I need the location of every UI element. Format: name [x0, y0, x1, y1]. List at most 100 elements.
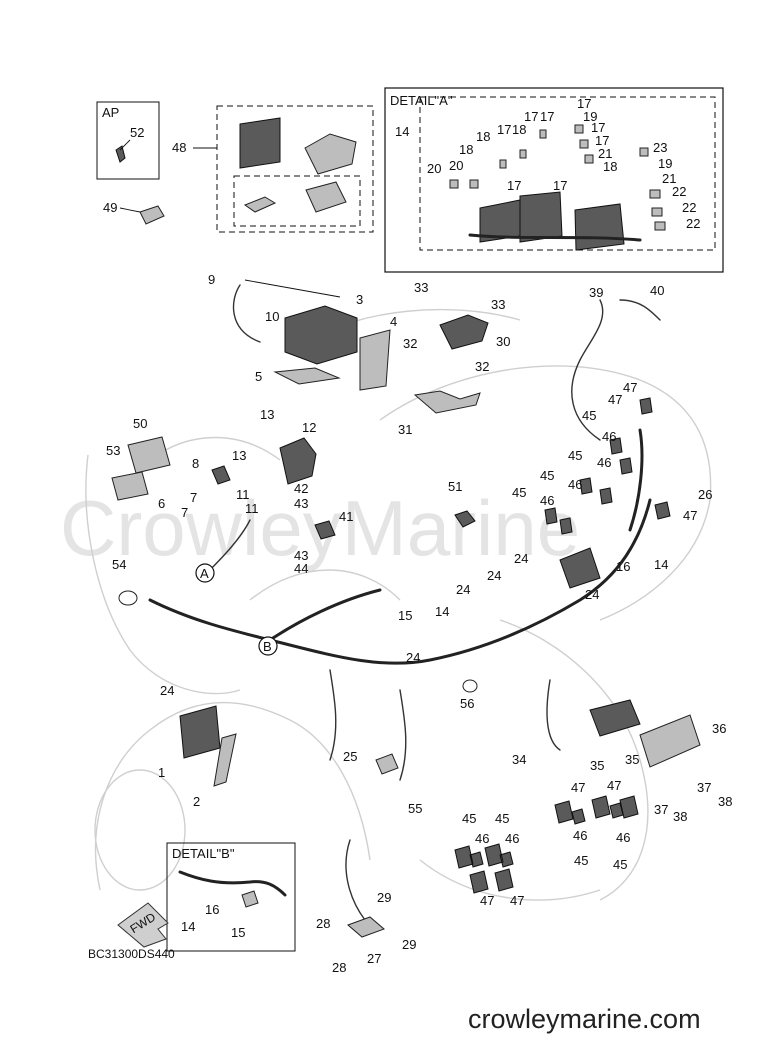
callout-18-a2: 18	[476, 129, 490, 144]
callout-45-u1: 45	[582, 408, 596, 423]
callout-13-1: 13	[260, 407, 274, 422]
marker-a: A	[200, 566, 209, 581]
callout-7-2: 7	[181, 505, 188, 520]
callout-17-a5: 17	[591, 120, 605, 135]
middle-callouts: 51 16 14 24 24 24 24 24 15 14	[398, 479, 668, 665]
callout-6: 6	[158, 496, 165, 511]
callout-12: 12	[302, 420, 316, 435]
callout-8: 8	[192, 456, 199, 471]
callout-24-m2: 24	[487, 568, 501, 583]
callout-14-a: 14	[395, 124, 409, 139]
left-components-group: 13 12 13 8 50 53 6 7 7 11 11	[106, 407, 317, 520]
callout-23-a: 23	[653, 140, 667, 155]
callout-49: 49	[103, 200, 117, 215]
callout-17-a7: 17	[507, 178, 521, 193]
callout-15: 15	[398, 608, 412, 623]
detail-b-box: DETAIL"B" 16 14 15	[166, 842, 296, 952]
callout-24-m3: 24	[456, 582, 470, 597]
callout-47-u1: 47	[623, 380, 637, 395]
callout-7-1: 7	[190, 490, 197, 505]
callout-10: 10	[265, 309, 279, 324]
callout-22-a3: 22	[686, 216, 700, 231]
callout-18-a4: 18	[603, 159, 617, 174]
callout-36: 36	[712, 721, 726, 736]
detail-markers: A B	[195, 563, 278, 656]
callout-47-l3: 47	[480, 893, 494, 908]
callout-39: 39	[589, 285, 603, 300]
callout-16-b: 16	[205, 902, 219, 917]
callout-25: 25	[343, 749, 357, 764]
callout-32-1: 32	[403, 336, 417, 351]
callout-17-a6: 17	[595, 133, 609, 148]
callout-46-u4: 46	[540, 493, 554, 508]
callout-46-l2: 46	[573, 828, 587, 843]
callout-17-a4: 17	[577, 96, 591, 111]
bottom-sensor-group: 28 29 29 28 27	[316, 839, 416, 975]
callout-47-u3: 47	[683, 508, 697, 523]
callout-2: 2	[193, 794, 200, 809]
callout-20-a1: 20	[449, 158, 463, 173]
callout-46-u2: 46	[597, 455, 611, 470]
callout-26: 26	[698, 487, 712, 502]
callout-34: 34	[512, 752, 526, 767]
callout-22-a2: 22	[682, 200, 696, 215]
group-48: 48 49	[103, 105, 374, 233]
callout-17-a8: 17	[553, 178, 567, 193]
callout-14-b: 14	[181, 919, 195, 934]
callout-30: 30	[496, 334, 510, 349]
callout-42: 42	[294, 481, 308, 496]
callout-16: 16	[616, 559, 630, 574]
drawing-code: BC31300DS440	[88, 947, 175, 961]
callout-46-l3: 46	[505, 831, 519, 846]
callout-38-1: 38	[718, 794, 732, 809]
callout-32-2: 32	[475, 359, 489, 374]
callout-29-1: 29	[377, 890, 391, 905]
ap-box: AP 52	[96, 101, 160, 180]
callout-33-2: 33	[491, 297, 505, 312]
callout-45-l3: 45	[613, 857, 627, 872]
callout-45-l1: 45	[462, 811, 476, 826]
callout-56: 56	[460, 696, 474, 711]
callout-17-a3: 17	[540, 109, 554, 124]
rear-harness-group: 39 40	[571, 283, 664, 441]
callout-3: 3	[356, 292, 363, 307]
callout-5: 5	[255, 369, 262, 384]
callout-47-l2: 47	[607, 778, 621, 793]
callout-52: 52	[130, 125, 144, 140]
callout-4: 4	[390, 314, 397, 329]
ap-box-title: AP	[102, 105, 119, 120]
detail-a-box: DETAIL"A" 14 17 18 17 17 19 17 17 18 17 …	[384, 87, 724, 273]
callout-24-l1: 24	[160, 683, 174, 698]
callout-22-a1: 22	[672, 184, 686, 199]
callout-18-a3: 18	[459, 142, 473, 157]
callout-35-1: 35	[590, 758, 604, 773]
callout-54: 54	[112, 557, 126, 572]
callout-11-2: 11	[245, 501, 259, 516]
callout-46-l1: 46	[475, 831, 489, 846]
relay-group: 42 43 41 43 44	[294, 481, 353, 576]
callout-24-m5: 24	[406, 650, 420, 665]
callout-45-u2: 45	[568, 448, 582, 463]
callout-28-1: 28	[316, 916, 330, 931]
callout-45-l4: 45	[495, 811, 509, 826]
callout-45-u3: 45	[540, 468, 554, 483]
callout-47-u2: 47	[608, 392, 622, 407]
callout-38-2: 38	[673, 809, 687, 824]
callout-46-u3: 46	[568, 477, 582, 492]
marker-b: B	[263, 639, 272, 654]
detail-b-title: DETAIL"B"	[172, 846, 235, 861]
callout-45-u4: 45	[512, 485, 526, 500]
callout-1: 1	[158, 765, 165, 780]
callout-55: 55	[408, 801, 422, 816]
footer-url: crowleymarine.com	[468, 1004, 701, 1034]
callout-24-m4: 24	[585, 587, 599, 602]
callout-46-l4: 46	[616, 830, 630, 845]
callout-43-2: 43	[294, 548, 308, 563]
callout-18-a1: 18	[512, 122, 526, 137]
lower-left-group: 54 24 56 1 2 25 55	[112, 557, 478, 816]
callout-28-2: 28	[332, 960, 346, 975]
callout-35-2: 35	[625, 752, 639, 767]
callout-37-1: 37	[697, 780, 711, 795]
